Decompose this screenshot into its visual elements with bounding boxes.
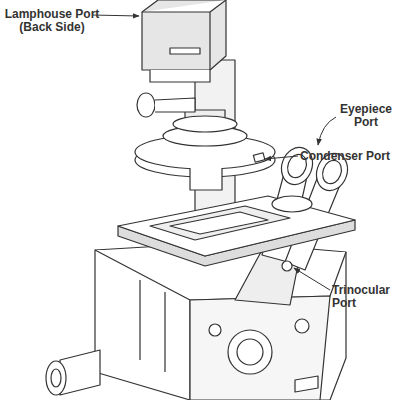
callout-label: Condenser Port <box>300 150 398 163</box>
callout-label: Eyepiece Port <box>334 103 398 129</box>
leader-lines <box>92 15 336 290</box>
callout-label: Lamphouse Port (Back Side) <box>2 8 102 34</box>
callout-label: Trinocular Port <box>332 284 400 310</box>
